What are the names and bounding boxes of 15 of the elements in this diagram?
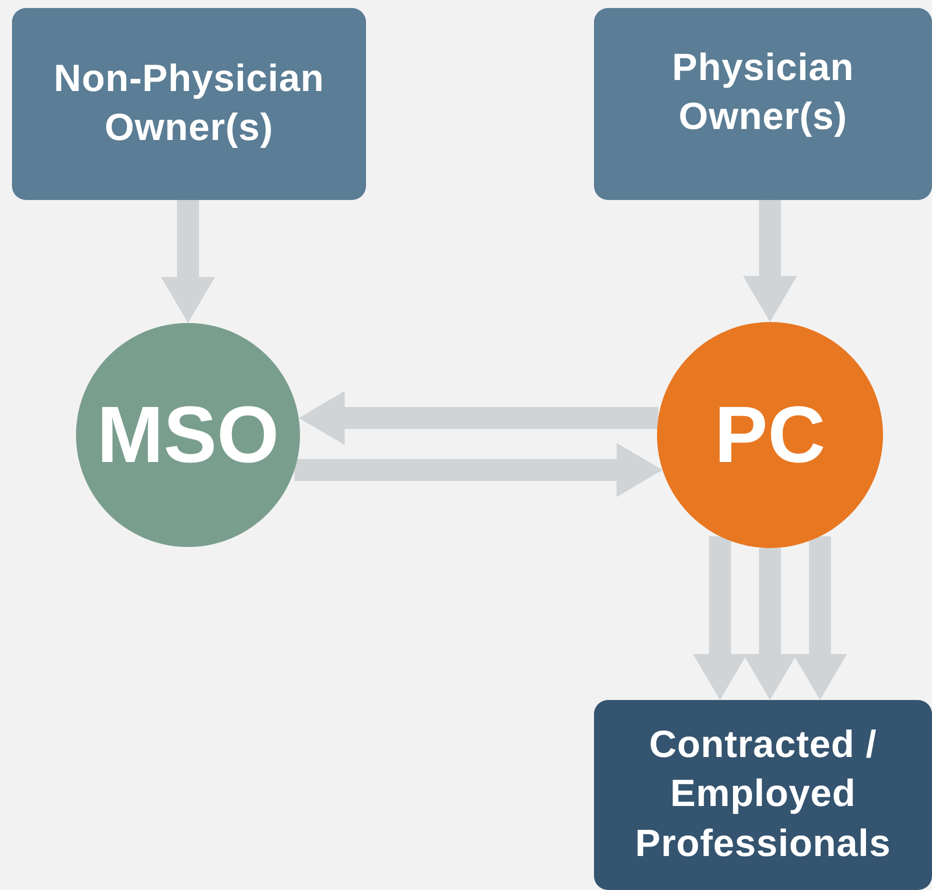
circle-label: MSO bbox=[96, 395, 280, 475]
circle-label: PC bbox=[714, 395, 826, 475]
arrow bbox=[161, 200, 215, 323]
arrow bbox=[298, 391, 658, 445]
box-label: Physician Owner(s) bbox=[671, 46, 855, 140]
arrow bbox=[743, 200, 797, 322]
arrow bbox=[693, 536, 747, 700]
owner-box bbox=[594, 8, 932, 200]
box-label: Non-Physician Owner(s) bbox=[52, 56, 326, 151]
box-label: Contracted / Employed Professionals bbox=[634, 722, 892, 867]
arrow bbox=[294, 443, 663, 497]
arrow bbox=[793, 536, 847, 700]
owner-box bbox=[594, 700, 932, 890]
owner-box bbox=[12, 8, 366, 200]
arrow bbox=[743, 548, 797, 700]
